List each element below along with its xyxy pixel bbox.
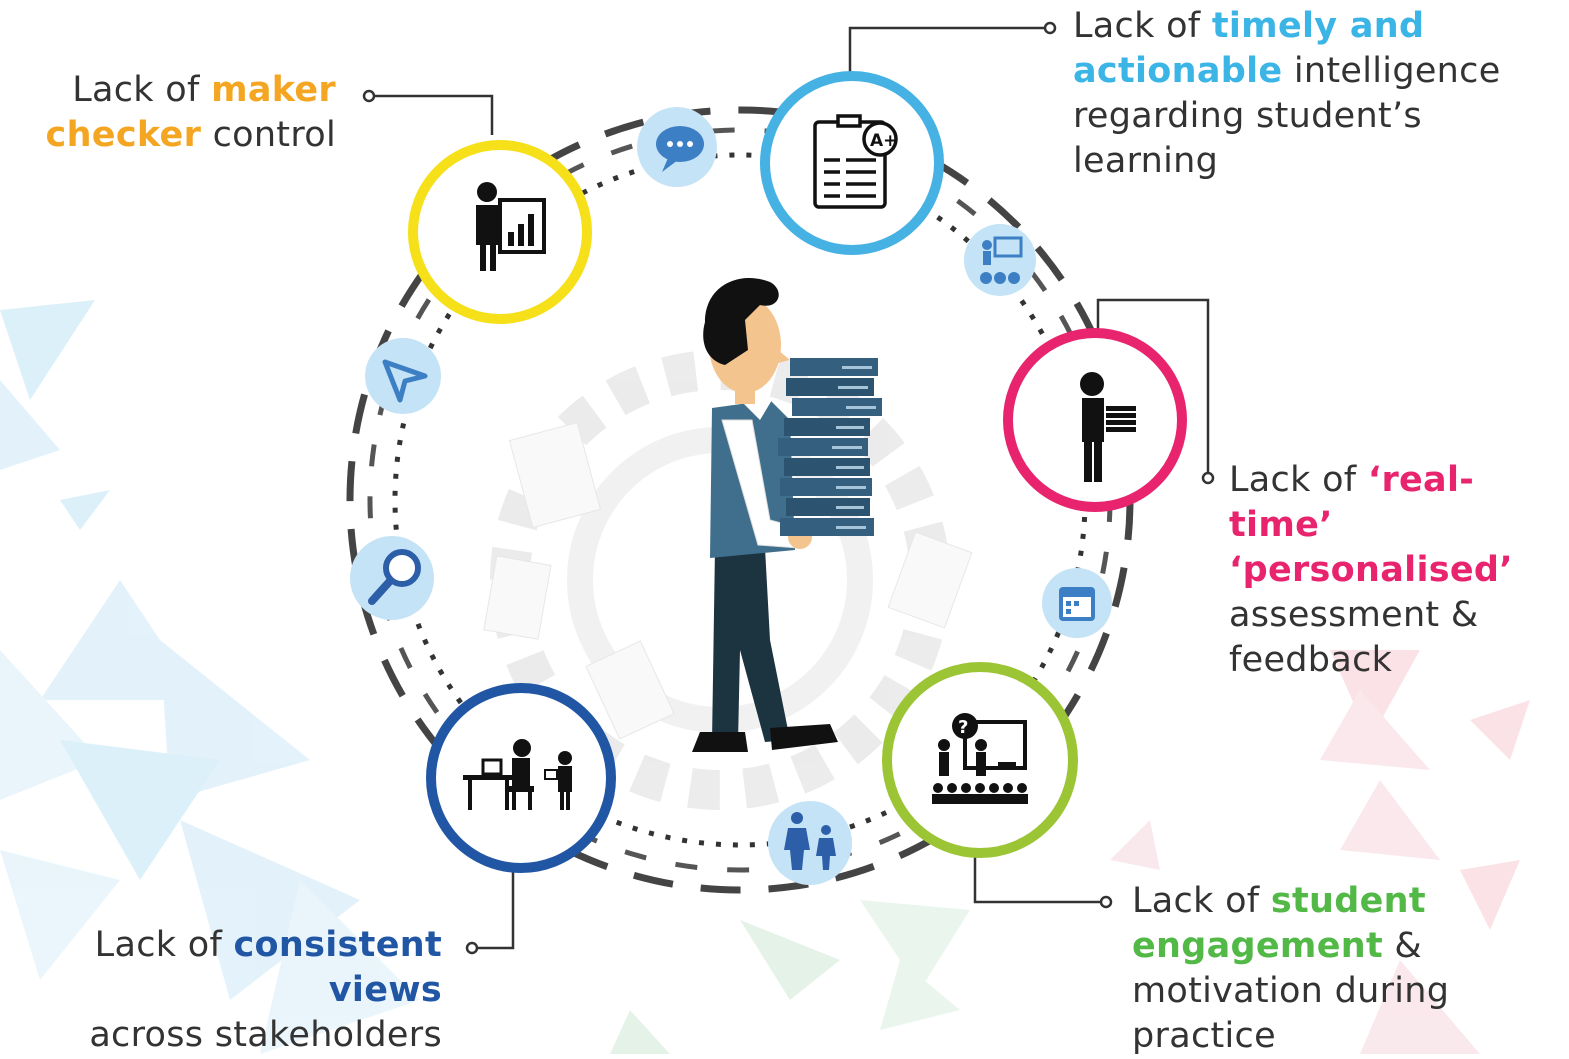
connectors xyxy=(362,21,1215,955)
teacher-chart-icon xyxy=(476,182,546,271)
student-teacher-icon xyxy=(768,801,852,885)
chat-bubble-icon xyxy=(637,107,717,187)
desk-meeting-icon xyxy=(463,739,572,810)
navigation-arrow-icon xyxy=(365,338,441,414)
consistent-views-label: Lack of consistent views across stakehol… xyxy=(89,925,442,1055)
background-triangles xyxy=(0,300,1530,1054)
maker-checker-node xyxy=(408,140,592,324)
report-card-icon: A+ xyxy=(813,114,898,209)
central-person-illustration xyxy=(692,277,882,752)
presentation-icon xyxy=(964,224,1036,296)
maker-checker-label: Lack of maker checker control xyxy=(45,70,336,155)
student-engagement-node: ? xyxy=(882,662,1078,858)
svg-text:A+: A+ xyxy=(870,131,897,151)
student-engagement-label: Lack of student engagement & motivation … xyxy=(1132,881,1450,1056)
calendar-icon xyxy=(1042,568,1112,638)
svg-text:?: ? xyxy=(958,717,968,738)
real-time-personalised-label: Lack of ‘real-time’ ‘personalised’ asses… xyxy=(1229,460,1513,680)
real-time-personalised-node xyxy=(1003,328,1187,512)
timely-actionable-node: A+ xyxy=(760,71,944,255)
classroom-question-icon: ? xyxy=(932,713,1028,804)
magnifier-icon xyxy=(350,536,434,620)
consistent-views-node xyxy=(426,683,616,873)
person-carrying-books-icon xyxy=(1080,372,1136,482)
timely-actionable-label: Lack of timely and actionable intelligen… xyxy=(1073,6,1501,181)
